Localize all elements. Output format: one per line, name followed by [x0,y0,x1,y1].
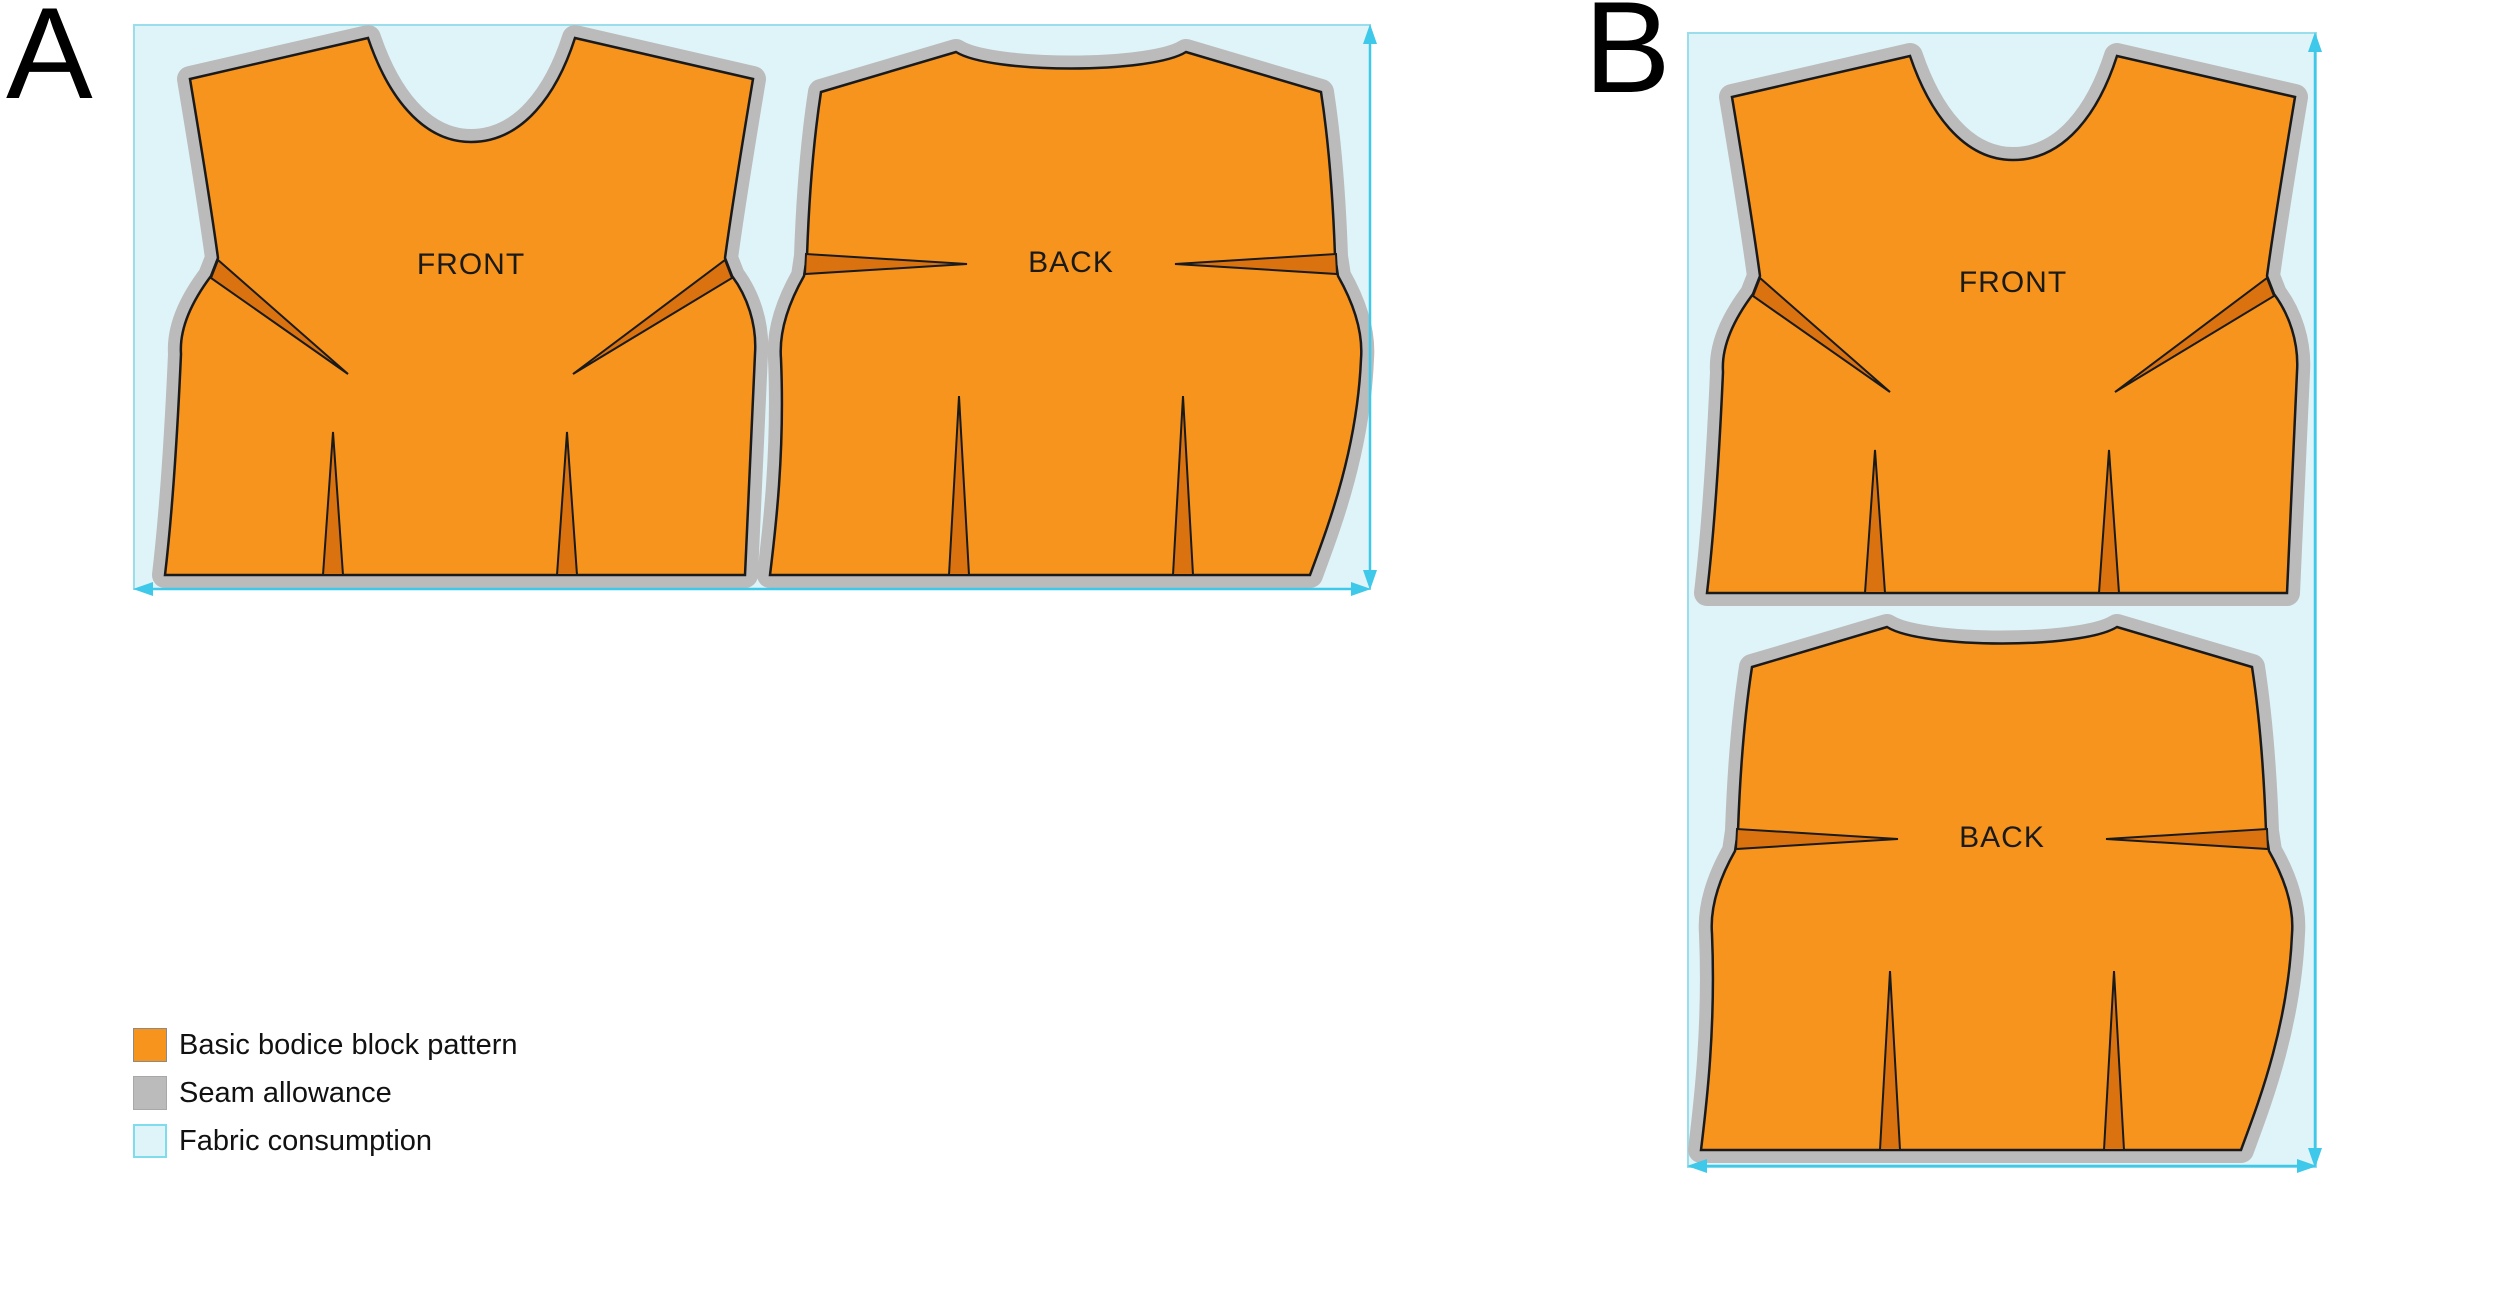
front-piece-a: FRONT [152,25,769,588]
back-a-piece-label: BACK [1028,246,1114,279]
front-b-piece-label: FRONT [1959,266,2067,299]
panel-a-marker-layout: FRONT BACK [133,24,1377,596]
front-b-waist-dart-right [2097,449,2121,594]
legend-label-pattern: Basic bodice block pattern [179,1028,518,1061]
back-a-shoulder-dart-right [1174,252,1339,276]
front-a-piece-label: FRONT [417,248,525,281]
back-b-waist-dart-left [1878,970,1902,1151]
legend: Basic bodice block pattern Seam allowanc… [133,1028,518,1172]
pattern-color-swatch [133,1028,167,1062]
front-a-waist-dart-left [321,431,345,576]
legend-item-seam-allowance: Seam allowance [133,1076,518,1110]
fabric-consumption-color-swatch [133,1124,167,1158]
arrow-right-icon [2297,1159,2317,1173]
back-b-waist-dart-right [2102,970,2126,1151]
front-a-waist-dart-right [555,431,579,576]
arrow-up-icon [1363,24,1377,44]
front-b-bust-dart-right [2114,276,2276,393]
back-b-piece-label: BACK [1959,821,2045,854]
front-b-bust-dart-left [1751,276,1891,393]
dimension-lines-b [1687,32,2322,1173]
legend-label-fabric-consumption: Fabric consumption [179,1124,433,1157]
back-b-pattern [1699,625,2294,1152]
back-b-shoulder-dart-right [2105,827,2270,851]
back-piece-b: BACK [1688,614,2306,1163]
panel-a-label: A [6,0,93,126]
back-b-shoulder-dart-left [1734,827,1899,851]
arrow-down-icon [2308,1148,2322,1168]
arrow-down-icon [1363,570,1377,590]
arrow-left-icon [1687,1159,1707,1173]
panel-b-marker-layout: FRONT BACK [1687,32,2322,1173]
arrow-left-icon [133,582,153,596]
legend-label-seam-allowance: Seam allowance [179,1076,392,1109]
back-a-pattern [768,50,1363,577]
arrow-right-icon [1351,582,1371,596]
arrow-up-icon [2308,32,2322,52]
front-b-pattern [1705,54,2299,595]
front-piece-b: FRONT [1694,43,2311,606]
front-a-bust-dart-right [572,258,734,375]
dimension-lines-a [133,24,1377,596]
back-piece-a: BACK [757,39,1375,588]
legend-item-fabric-consumption: Fabric consumption [133,1124,518,1158]
back-a-waist-dart-left [947,395,971,576]
back-a-waist-dart-right [1171,395,1195,576]
front-b-waist-dart-left [1863,449,1887,594]
front-a-bust-dart-left [209,258,349,375]
legend-item-pattern: Basic bodice block pattern [133,1028,518,1062]
front-a-pattern [163,36,757,577]
seam-allowance-color-swatch [133,1076,167,1110]
back-a-shoulder-dart-left [803,252,968,276]
panel-b-label: B [1584,0,1671,120]
